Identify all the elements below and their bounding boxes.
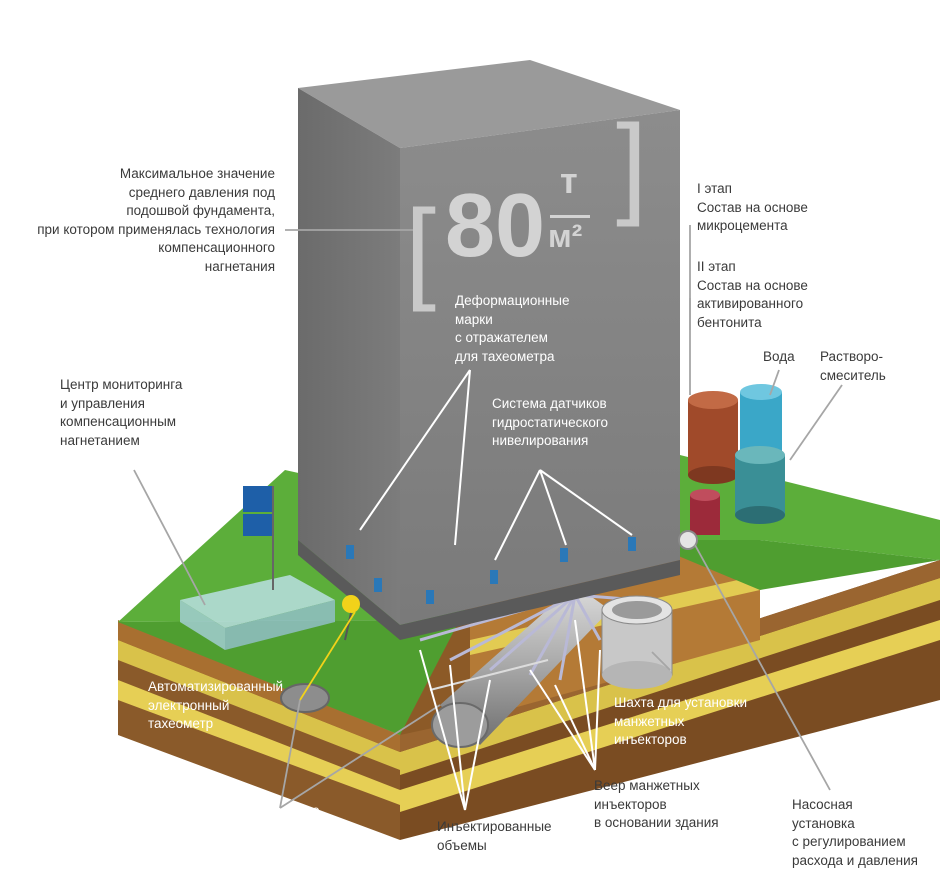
label-line: гидростатического bbox=[492, 414, 609, 430]
label-line: электронный bbox=[148, 697, 230, 713]
pressure-value: 80 bbox=[445, 176, 546, 276]
label-mixer: Растворо- смеситель bbox=[820, 348, 886, 385]
label-line: в основании здания bbox=[594, 815, 719, 830]
label-tacheometer: Автоматизированный электронный тахеометр bbox=[148, 678, 283, 734]
label-line: смеситель bbox=[820, 367, 886, 383]
injected-lines bbox=[419, 619, 601, 811]
monitoring-center bbox=[180, 486, 335, 650]
label-injector-fan: Веер манжетных инъекторов в основании зд… bbox=[594, 777, 719, 833]
label-line: Центр мониторинга bbox=[60, 377, 183, 392]
pressure-fraction-bar bbox=[550, 215, 590, 218]
label-line: Максимальное значение bbox=[119, 166, 275, 181]
label-line: и управления bbox=[60, 395, 145, 411]
pressure-bracket-left: [ bbox=[405, 187, 437, 312]
label-line: подошвой фундамента, bbox=[126, 203, 275, 218]
label-water: Вода bbox=[763, 348, 795, 367]
label-line: тахеометр bbox=[148, 716, 214, 731]
label-line: объемы bbox=[437, 837, 487, 853]
label-line: Деформационные bbox=[455, 293, 570, 308]
label-line: манжетных bbox=[614, 713, 685, 729]
label-sensor-system: Система датчиков гидростатического нивел… bbox=[492, 395, 608, 451]
label-line: инъекторов bbox=[614, 732, 687, 747]
label-line: с регулированием bbox=[792, 834, 906, 849]
label-injected-volumes: Инъектированные объемы bbox=[437, 818, 552, 855]
leader-lines bbox=[359, 369, 633, 691]
label-line: микроцемента bbox=[697, 218, 788, 233]
label-line: нивелирования bbox=[492, 433, 589, 448]
label-line: Вода bbox=[763, 349, 795, 364]
label-line: расхода и давления bbox=[792, 852, 918, 868]
leader-lines-gray bbox=[133, 225, 843, 809]
pressure-unit-top: т bbox=[560, 160, 578, 201]
label-line: с отражателем bbox=[455, 330, 548, 345]
label-tunnels: Транспортные тоннели bbox=[230, 802, 320, 839]
label-line: Шахта для установки bbox=[614, 695, 748, 710]
label-line: среднего давления под bbox=[128, 184, 275, 200]
label-stage2: II этап Состав на основе активированного… bbox=[697, 258, 808, 332]
sign-logo-1-icon bbox=[243, 486, 273, 512]
pressure-bracket-right: ] bbox=[616, 102, 648, 227]
label-line: инъекторов bbox=[594, 796, 667, 812]
label-line: для тахеометра bbox=[455, 348, 555, 364]
pump bbox=[678, 489, 720, 550]
label-line: нагнетания bbox=[204, 258, 275, 274]
building bbox=[298, 60, 680, 640]
label-line: Растворо- bbox=[820, 349, 884, 364]
label-line: Насосная bbox=[792, 797, 853, 812]
label-line: компенсационным bbox=[60, 414, 177, 429]
pressure-unit-bottom: м² bbox=[548, 218, 583, 254]
sign-logo-2-icon bbox=[243, 514, 273, 536]
label-line: бентонита bbox=[697, 314, 762, 330]
label-line: нагнетанием bbox=[60, 432, 140, 448]
label-shaft: Шахта для установки манжетных инъекторов bbox=[614, 694, 747, 750]
label-line: тоннели bbox=[230, 821, 281, 837]
label-line: при котором применялась технология bbox=[37, 221, 275, 237]
tacheometer bbox=[342, 595, 360, 641]
label-line: Состав на основе bbox=[697, 277, 808, 293]
label-line: активированного bbox=[697, 296, 804, 311]
label-pump: Насосная установка с регулированием расх… bbox=[792, 796, 918, 870]
label-line: компенсационного bbox=[158, 240, 275, 255]
label-stage1: I этап Состав на основе микроцемента bbox=[697, 180, 808, 236]
label-max-pressure: Максимальное значение среднего давления … bbox=[0, 165, 275, 276]
label-line: Система датчиков bbox=[492, 396, 607, 411]
shaft bbox=[601, 595, 673, 689]
label-line: Веер манжетных bbox=[594, 778, 700, 793]
label-line: I этап bbox=[697, 181, 732, 196]
label-line: Транспортные bbox=[230, 803, 320, 818]
label-line: Инъектированные bbox=[437, 819, 552, 834]
label-deformation-marks: Деформационные марки с отражателем для т… bbox=[455, 292, 569, 366]
label-line: Состав на основе bbox=[697, 199, 808, 215]
label-line: Автоматизированный bbox=[148, 679, 284, 694]
sensors bbox=[346, 537, 636, 604]
label-monitoring-center: Центр мониторинга и управления компенсац… bbox=[60, 376, 182, 450]
label-line: II этап bbox=[697, 259, 736, 274]
mixer bbox=[735, 446, 785, 524]
label-line: марки bbox=[455, 311, 493, 327]
tank-stage1 bbox=[688, 391, 738, 484]
label-line: установка bbox=[792, 815, 855, 831]
